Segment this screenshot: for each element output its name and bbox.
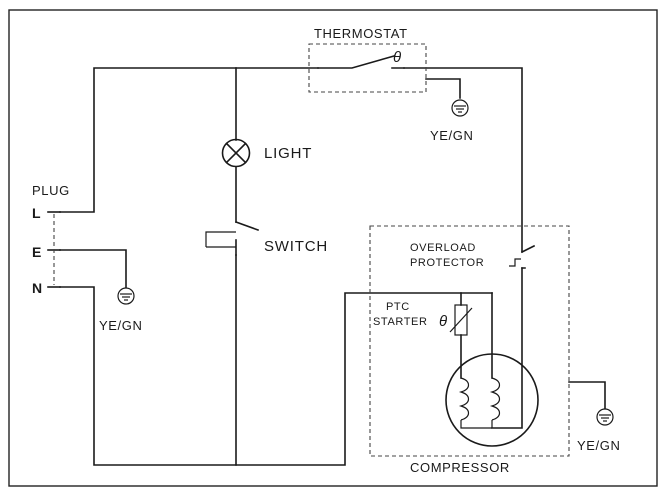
- terminal-e: E: [32, 244, 41, 260]
- switch-lever: [205, 231, 236, 248]
- wiring: [59, 67, 606, 466]
- diagram-frame: [8, 9, 658, 487]
- plug-ground-wire: [59, 249, 127, 288]
- thermostat-ground-label: YE/GN: [430, 128, 473, 143]
- motor-windings-icon: [445, 353, 539, 447]
- switch-label: SWITCH: [264, 238, 328, 255]
- thermostat-label: THERMOSTAT: [314, 26, 408, 41]
- overload-contact: [520, 244, 536, 269]
- compressor-ground-label: YE/GN: [577, 438, 620, 453]
- wire-thermostat-right: [403, 67, 523, 253]
- door-switch: [205, 220, 260, 256]
- overload-label-2: PROTECTOR: [410, 257, 484, 269]
- lamp-icon: [221, 138, 251, 168]
- switch-contact: [234, 220, 260, 232]
- compressor: OVERLOAD PROTECTOR PTC STARTER θ COMPRES…: [369, 225, 570, 475]
- light-label: LIGHT: [264, 145, 312, 162]
- compressor-box: [369, 225, 570, 457]
- ground-symbol-icon: [451, 99, 469, 117]
- compressor-label: COMPRESSOR: [410, 460, 510, 475]
- terminal-l: L: [32, 205, 41, 221]
- ptc-label-2: STARTER: [373, 316, 428, 328]
- wire-n-bottom: [59, 286, 493, 466]
- thermostat-theta: θ: [393, 49, 402, 66]
- ptc-resistor: [454, 304, 468, 336]
- plug-ground-label: YE/GN: [99, 318, 142, 333]
- terminal-n: N: [32, 280, 42, 296]
- ptc-label-1: PTC: [386, 301, 410, 313]
- wire-l-top: [59, 67, 319, 213]
- overload-bimetal: [509, 258, 521, 267]
- thermostat-ground-wire: [425, 78, 461, 99]
- ptc-theta: θ: [439, 313, 448, 330]
- plug-label: PLUG: [32, 183, 70, 198]
- wire-overload-motor: [491, 267, 523, 429]
- thermostat: THERMOSTAT θ: [308, 26, 461, 99]
- thermostat-contact: [317, 55, 405, 69]
- ground-symbol-icon: [596, 408, 614, 426]
- plug: PLUG L E N: [32, 183, 127, 296]
- thermostat-box: [308, 43, 427, 93]
- overload-label-1: OVERLOAD: [410, 242, 476, 254]
- wire-compressor-ground: [568, 381, 606, 409]
- ground-symbol-icon: [117, 287, 135, 305]
